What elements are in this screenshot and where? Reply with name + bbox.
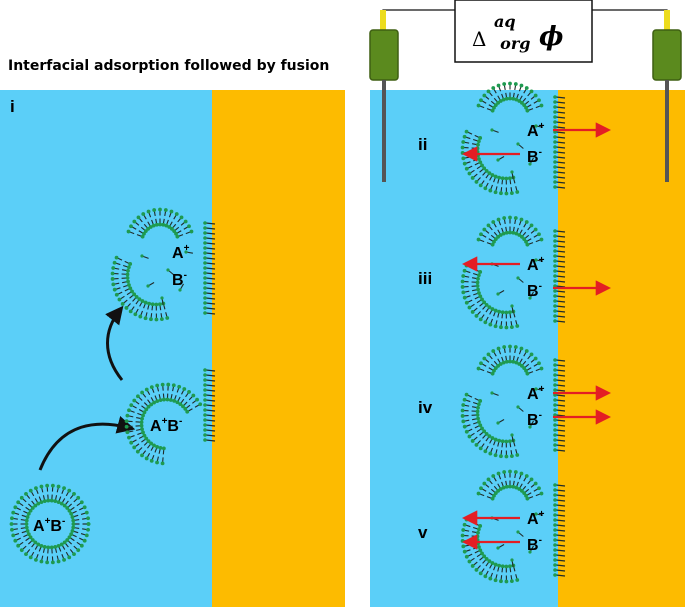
vesicle-stage-iv-interface — [553, 358, 566, 452]
stage-label-v: v — [418, 523, 428, 542]
electrode-right-body — [652, 29, 682, 81]
vesicle-stage-iii-top-cap — [476, 215, 544, 247]
stage-iii: iii — [418, 269, 432, 288]
potential-superscript: aq — [494, 12, 516, 31]
stage-label-ii: ii — [418, 135, 427, 154]
vesicle-adsorbed — [124, 382, 203, 466]
vesicle-fused-i-top-cap — [126, 207, 194, 239]
panel-i: i — [0, 90, 345, 607]
organic-phase-left — [212, 90, 345, 607]
stage-v: v — [418, 523, 428, 542]
stage-label-iv: iv — [418, 398, 433, 417]
vesicle-whole-label: A+B- — [33, 516, 65, 535]
stage-ii: ii — [418, 135, 427, 154]
aqueous-phase-left — [0, 90, 212, 607]
electrode-left-body — [369, 29, 399, 81]
stage-iii-anion-label: B- — [527, 281, 542, 300]
stage-v-anion-label: B- — [527, 535, 542, 554]
vesicle-stage-iv-top-cap — [476, 344, 544, 376]
potential-subscript: org — [500, 34, 530, 53]
vesicle-fused-i-bottom-arc — [110, 255, 170, 322]
stage-iv-cation-label: A+ — [527, 384, 545, 403]
panel-i-cation-label: A+ — [172, 243, 190, 262]
stage-iii-cation-label: A+ — [527, 255, 545, 274]
stage-ii-anion-label: B- — [527, 147, 542, 166]
vesicle-whole — [9, 483, 91, 565]
stage-ii-cation-label: A+ — [527, 121, 545, 140]
ion-labels: A+B-A+B-A+B-A+B-A+B-A+B-A+B- — [33, 121, 545, 554]
stage-v-cation-label: A+ — [527, 509, 545, 528]
lead-left — [380, 10, 386, 34]
potential-label: Δ aq org ϕ — [472, 12, 564, 53]
curved-arrow-1 — [38, 416, 136, 471]
vesicle-fused-i-interface — [203, 221, 216, 315]
panel-i-label: i — [10, 97, 15, 116]
figure-title: Interfacial adsorption followed by fusio… — [8, 58, 330, 74]
potential-box — [454, 0, 593, 63]
vesicle-stage-ii-top-cap — [476, 81, 544, 113]
vesicle-stage-v-top-cap — [476, 469, 544, 501]
stage-iv-anion-label: B- — [527, 410, 542, 429]
circuit: Δ aq org ϕ — [369, 0, 682, 182]
potential-phi: ϕ — [539, 22, 563, 52]
vesicle-stage-iv-bottom-arc — [460, 392, 520, 459]
vesicle-adsorbed-label: A+B- — [150, 416, 182, 435]
curved-arrow-2 — [105, 305, 124, 381]
stage-iv: iv — [418, 398, 433, 417]
potential-delta: Δ — [472, 27, 486, 51]
electrode-left-rod — [382, 80, 386, 182]
transfer-arrows — [461, 122, 612, 550]
lead-right — [664, 10, 670, 34]
interface-lipids-adsorbed — [203, 368, 216, 442]
vesicle-stage-ii-interface — [553, 95, 566, 189]
stage-label-iii: iii — [418, 269, 432, 288]
electrode-right-rod — [665, 80, 669, 182]
vesicle-stage-v-interface — [553, 483, 566, 577]
panel-i-anion-label: B- — [172, 270, 187, 289]
vesicle-stage-iii-interface — [553, 229, 566, 323]
organic-phase-right — [558, 90, 685, 607]
